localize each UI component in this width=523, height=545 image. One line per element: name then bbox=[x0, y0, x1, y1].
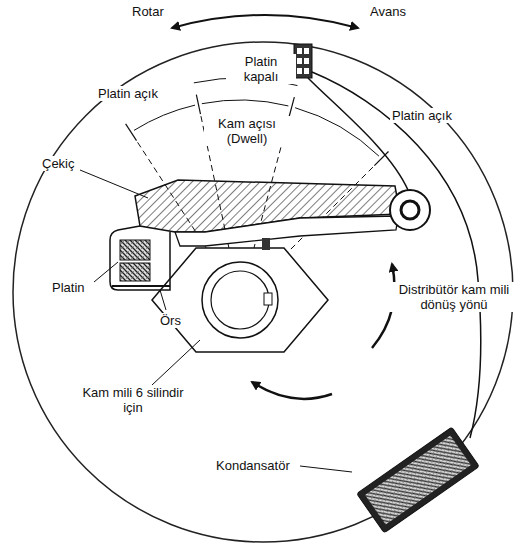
part-label: Platin açık bbox=[390, 108, 454, 123]
anvil-plate bbox=[112, 285, 170, 287]
part-label: Kam mili 6 silindir için bbox=[76, 385, 190, 415]
part-label: Distribütör kam mili dönüş yönü bbox=[389, 282, 519, 312]
cam-angle-dimensions bbox=[126, 78, 389, 270]
pivot bbox=[390, 190, 430, 230]
part-label: Örs bbox=[158, 313, 183, 328]
breaker-spring bbox=[175, 216, 398, 246]
dimension-tick bbox=[374, 152, 388, 166]
wire bbox=[308, 78, 408, 190]
leader-lines bbox=[80, 170, 352, 472]
cam-shaft-ring bbox=[202, 262, 278, 338]
dimension-tick bbox=[196, 95, 200, 115]
part-label: Kam açısı (Dwell) bbox=[204, 116, 290, 146]
part-label: Kondansatör bbox=[214, 458, 292, 473]
part-label: Platin kapalı bbox=[226, 54, 296, 84]
rotor-advance-arrow bbox=[172, 15, 358, 28]
part-label: Platin açık bbox=[96, 86, 160, 101]
rubbing-block bbox=[262, 238, 270, 250]
cam-key bbox=[264, 293, 272, 305]
moving-contact bbox=[120, 240, 150, 260]
part-label: Rotar bbox=[130, 4, 166, 19]
cam-hexagon bbox=[152, 248, 328, 352]
part-label: Platin bbox=[50, 280, 87, 295]
part-label: Avans bbox=[368, 4, 408, 19]
dimension-arc bbox=[295, 108, 379, 156]
dimension-arc bbox=[202, 100, 289, 106]
rotation-arrow bbox=[252, 382, 332, 399]
fixed-contact bbox=[120, 263, 150, 281]
cam-shaft-bore bbox=[211, 271, 269, 329]
condenser bbox=[357, 427, 480, 533]
dimension-tick bbox=[289, 97, 294, 116]
terminal-connector bbox=[294, 44, 312, 78]
wire bbox=[312, 72, 481, 438]
dimension-arc bbox=[134, 105, 195, 130]
contact-holder bbox=[110, 226, 170, 290]
part-label: Çekiç bbox=[40, 156, 77, 171]
dimension-tick bbox=[126, 124, 137, 141]
pivot-pin bbox=[401, 201, 419, 219]
